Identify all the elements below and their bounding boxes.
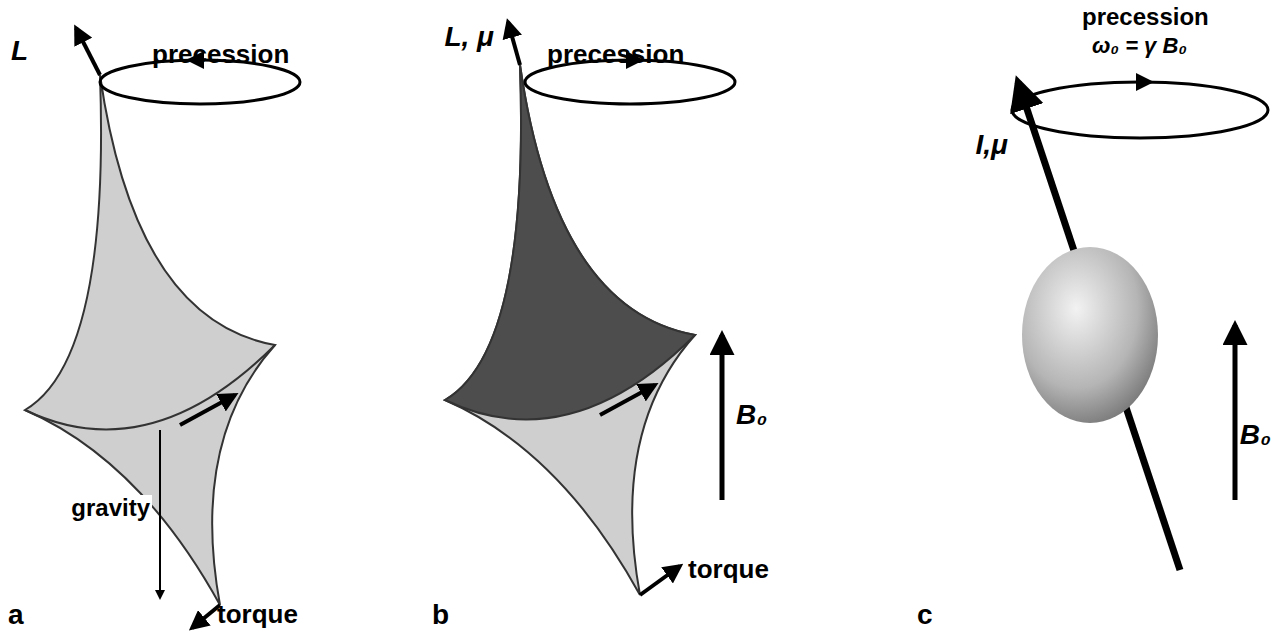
field-label: B₀ <box>734 400 769 431</box>
spin-axis <box>1018 82 1180 570</box>
symbol-label: L, μ <box>442 22 496 53</box>
precession-label: precession <box>545 40 686 69</box>
precession-label: precession <box>150 40 291 69</box>
angular-momentum-arrow <box>76 28 100 75</box>
torque-label: torque <box>215 600 300 629</box>
spinning-top-b <box>445 65 695 595</box>
panel-letter: c <box>915 600 935 631</box>
field-arrow <box>720 335 725 500</box>
field-label: B₀ <box>1238 420 1273 451</box>
torque-arrow <box>192 605 220 628</box>
frequency-equation: ω₀ = γ B₀ <box>1090 34 1189 58</box>
precession-orbit <box>1012 82 1268 138</box>
precession-label: precession <box>1080 4 1211 30</box>
spinning-top-a <box>25 75 275 605</box>
precession-arrowhead <box>1136 73 1154 91</box>
field-arrow <box>1233 325 1238 500</box>
nucleus-sphere <box>1022 247 1158 423</box>
angular-momentum-arrow <box>508 22 520 65</box>
torque-arrow <box>640 566 680 595</box>
symbol-label: L <box>9 36 30 67</box>
panel-letter: b <box>430 600 451 631</box>
torque-label: torque <box>686 555 771 584</box>
panel-letter: a <box>6 600 26 631</box>
gravity-arrow <box>159 430 161 598</box>
symbol-label: I,μ <box>974 130 1010 161</box>
force-label: gravity <box>69 495 152 521</box>
